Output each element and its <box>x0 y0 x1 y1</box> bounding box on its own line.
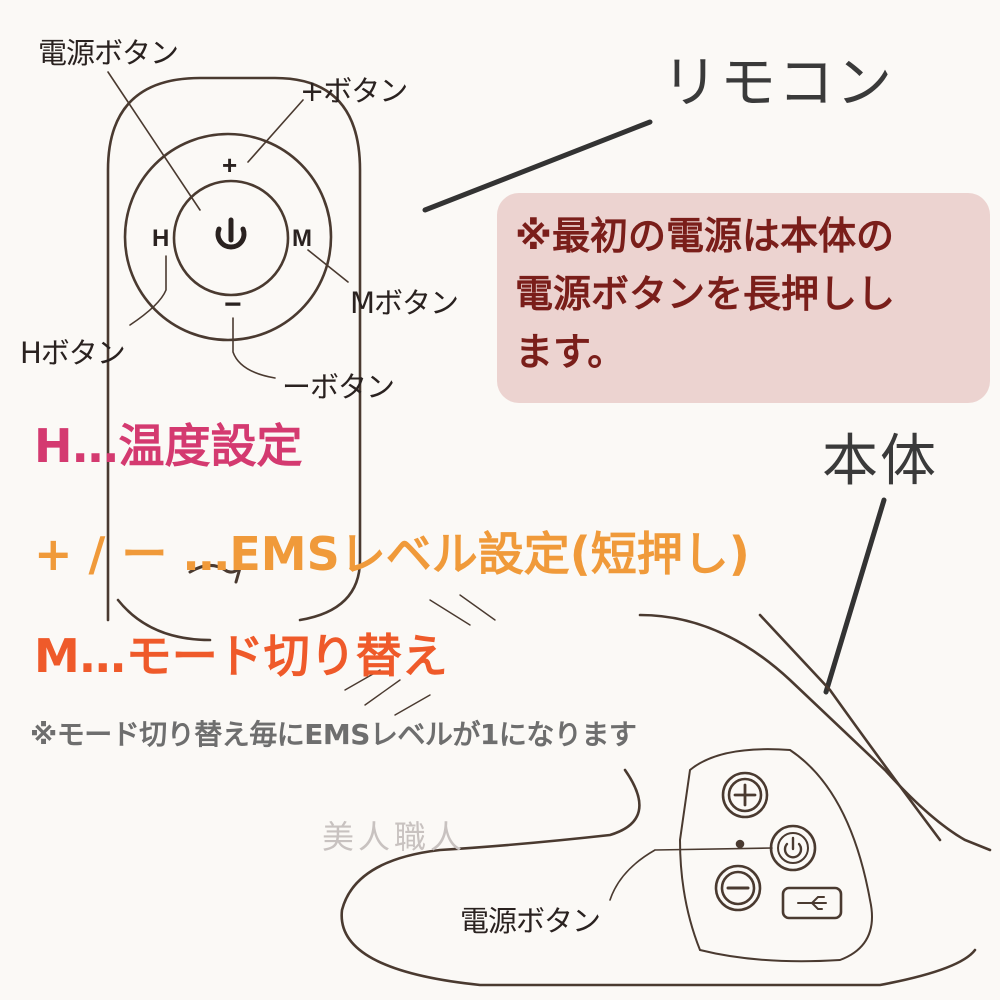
body-power-button-inner <box>777 832 809 864</box>
usb-glyph <box>797 896 827 910</box>
label-minus-button: ーボタン <box>282 370 395 404</box>
remote-scribble <box>188 563 243 584</box>
mode-footnote: ※モード切り替え毎にEMSレベルが1になります <box>30 718 637 751</box>
remote-minus-glyph: − <box>224 288 242 321</box>
label-m-button: Mボタン <box>350 286 459 320</box>
leader-m <box>307 249 349 283</box>
body-power-leader <box>609 847 773 901</box>
remote-plus-glyph: + <box>222 150 238 180</box>
label-plus-button: +ボタン <box>300 74 408 108</box>
usb-port <box>781 886 843 920</box>
legend-plus-minus: + / ー …EMSレベル設定(短押し) <box>34 527 750 581</box>
body-plus-button-ring <box>721 771 769 819</box>
body-led-dot <box>735 839 745 849</box>
remote-outline <box>106 76 362 622</box>
leader-minus <box>232 317 276 379</box>
note-line-3: ます。 <box>515 330 626 374</box>
body-title: 本体 <box>822 429 938 494</box>
body-unit-outline <box>638 613 992 852</box>
remote-h-glyph: H <box>152 225 170 252</box>
remote-bottom-outline <box>116 598 212 642</box>
body-plus-button-inner <box>727 777 763 813</box>
body-unit-lower-outline <box>340 768 977 987</box>
body-minus-button-inner <box>720 870 756 906</box>
leader-plus <box>247 99 304 163</box>
body-minus-button-ring <box>714 864 762 912</box>
body-unit-inner-edge <box>758 613 942 842</box>
legend-h: H…温度設定 <box>34 419 303 473</box>
body-unit-panel <box>678 748 873 963</box>
note-line-2: 電源ボタンを長押しし <box>515 272 896 316</box>
remote-power-glyph <box>215 217 247 250</box>
remote-m-glyph: M <box>292 225 312 252</box>
label-power-button: 電源ボタン <box>38 36 179 70</box>
remote-title-line <box>422 119 653 213</box>
watermark: 美人職人 <box>322 818 467 856</box>
label-h-button: Hボタン <box>20 336 126 370</box>
body-power-glyph <box>783 836 803 859</box>
label-body-power-button: 電源ボタン <box>460 904 601 938</box>
note-line-1: ※最初の電源は本体の <box>515 214 894 258</box>
body-unit-lines <box>344 594 496 716</box>
remote-inner-ring <box>172 179 290 297</box>
body-title-line <box>823 497 887 695</box>
body-plus-glyph <box>733 783 757 807</box>
startup-note: ※最初の電源は本体の 電源ボタンを長押しし ます。 <box>497 193 990 403</box>
remote-title: リモコン <box>662 51 894 116</box>
legend-m: M…モード切り替え <box>34 629 448 683</box>
leader-h <box>129 255 167 326</box>
leader-power <box>107 71 201 211</box>
remote-outer-ring <box>123 132 333 342</box>
